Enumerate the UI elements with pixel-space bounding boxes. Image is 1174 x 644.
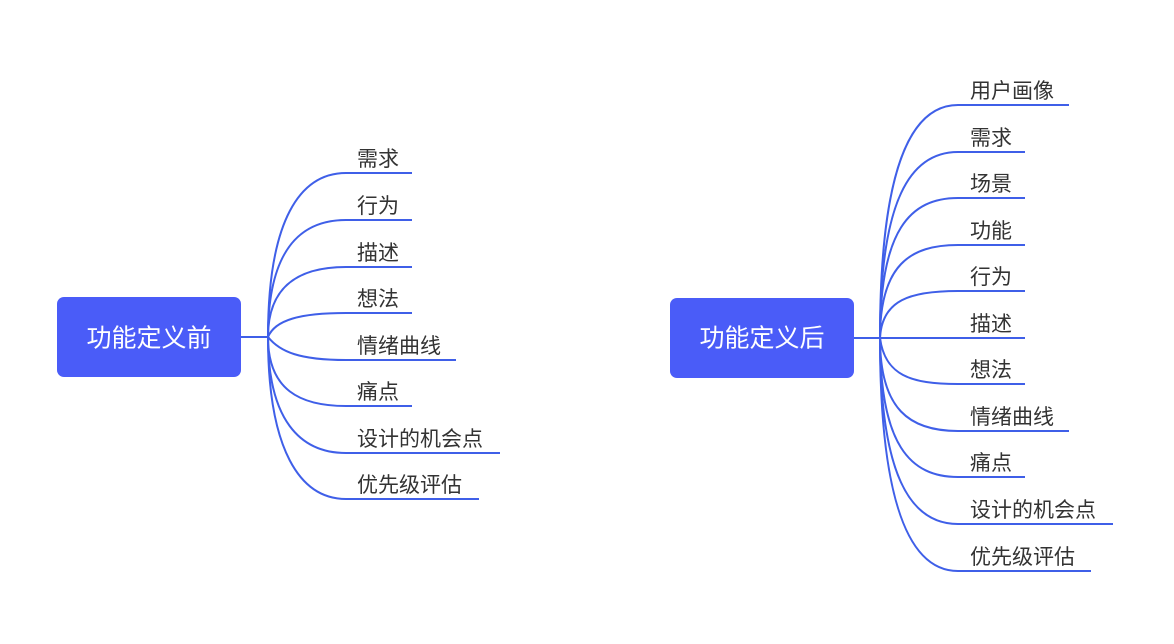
leaf-label: 需求 [357,147,399,171]
leaf-label: 设计的机会点 [970,498,1096,522]
leaf-label: 痛点 [357,380,399,404]
root-node-after [670,298,854,378]
leaf-label: 想法 [357,287,399,311]
branch-after-3: 场景 [879,172,1025,339]
leaf-label: 行为 [357,194,399,218]
leaf-label: 用户画像 [970,79,1054,103]
branch-before-4: 想法 [267,287,412,338]
leaf-label: 优先级评估 [357,473,462,497]
root-label-before: 功能定义前 [86,324,211,353]
leaf-label: 场景 [970,172,1012,196]
branch-before-2: 行为 [267,194,412,338]
root-node-before [57,297,241,377]
branch-after-1: 用户画像 [879,79,1069,339]
branch-before-3: 描述 [267,241,412,338]
leaf-label: 情绪曲线 [970,405,1054,429]
leaf-label: 需求 [970,126,1012,150]
branch-after-2: 需求 [879,126,1025,339]
branch-after-9: 痛点 [879,337,1025,478]
leaf-label: 想法 [970,358,1012,382]
branch-after-6: 描述 [880,312,1025,339]
branch-before-1: 需求 [267,147,412,338]
branch-after-4: 功能 [879,219,1025,339]
leaf-label: 痛点 [970,451,1012,475]
leaf-label: 功能 [970,219,1012,243]
branch-after-11: 优先级评估 [879,337,1091,572]
branch-before-5: 情绪曲线 [267,334,456,361]
leaf-label: 描述 [970,312,1012,336]
leaf-label: 优先级评估 [970,545,1075,569]
leaf-label: 设计的机会点 [357,427,483,451]
branch-before-6: 痛点 [267,336,412,407]
mind-map-after: 功能定义后 用户画像 需求 场景 功能 行为 描述 想法 [670,79,1113,572]
branch-after-5: 行为 [879,265,1025,339]
branch-before-8: 优先级评估 [267,336,479,500]
leaf-label: 行为 [970,265,1012,289]
branch-after-7: 想法 [879,337,1025,385]
root-label-after: 功能定义后 [699,324,824,353]
mind-map-before: 功能定义前 需求 行为 描述 想法 情绪曲线 痛点 设计的机会点 [57,147,500,500]
leaf-label: 情绪曲线 [357,334,441,358]
leaf-label: 描述 [357,241,399,265]
